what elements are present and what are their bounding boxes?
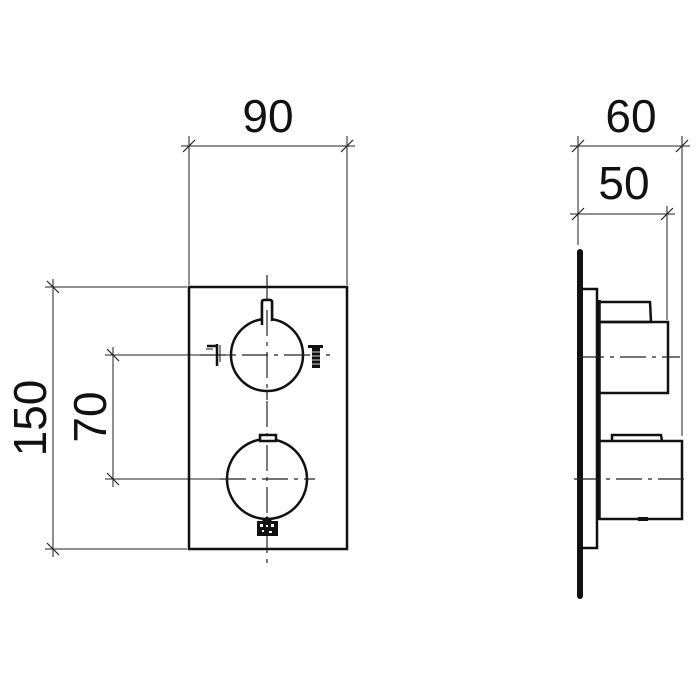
total-depth-dimension: 60 <box>570 90 690 436</box>
width-dimension-label: 90 <box>242 90 293 142</box>
side-view: 60 50 <box>570 90 690 599</box>
knob-spacing-dimension: 70 <box>64 347 230 487</box>
shower-handheld-icon <box>206 344 221 366</box>
width-dimension: 90 <box>181 90 355 285</box>
lower-knob <box>220 433 315 536</box>
lower-handle-profile <box>574 433 690 521</box>
total-depth-dimension-label: 60 <box>605 90 656 142</box>
height-dimension: 150 <box>4 279 187 557</box>
shower-head-icon <box>308 345 323 368</box>
knob-indicator-tab <box>258 433 278 443</box>
body-depth-dimension: 50 <box>570 157 675 320</box>
height-dimension-label: 150 <box>4 380 56 457</box>
cover-plate <box>187 285 349 551</box>
front-view: 90 150 70 <box>4 90 355 565</box>
body-depth-dimension-label: 50 <box>598 157 649 209</box>
temperature-badge-icon <box>257 516 278 536</box>
upper-handle-profile <box>578 300 680 395</box>
cover-plate-profile <box>583 287 599 550</box>
upper-knob <box>200 298 330 400</box>
knob-spacing-dimension-label: 70 <box>64 391 116 442</box>
